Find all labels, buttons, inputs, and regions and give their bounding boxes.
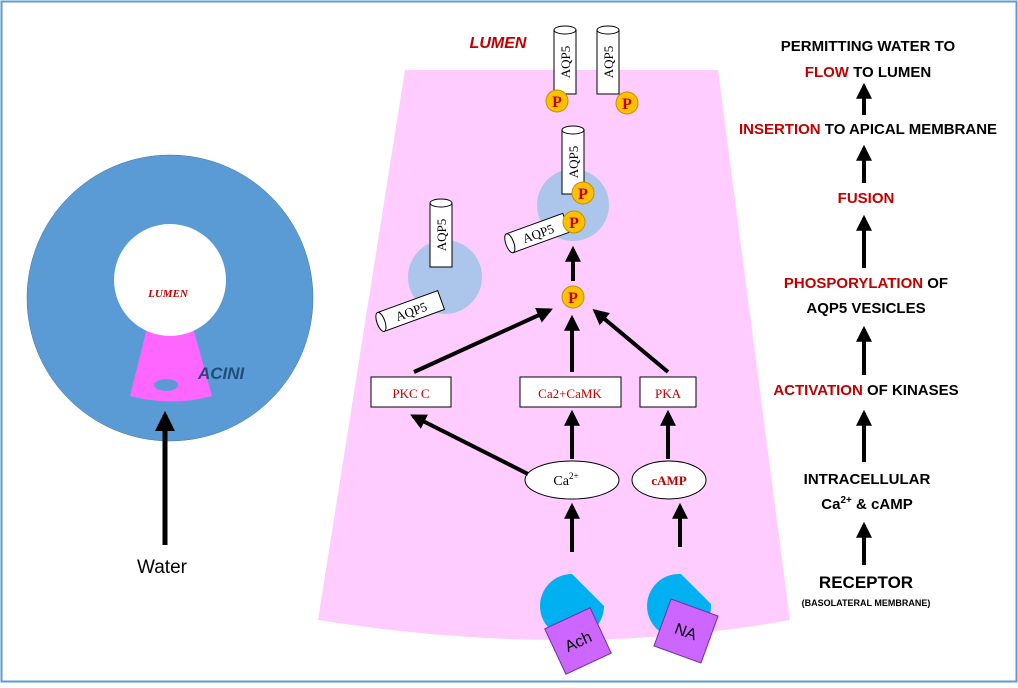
acini-pink-wedge: [130, 328, 212, 402]
phospho-group: P: [545, 89, 569, 113]
resting-vesicle-aqp5-top: AQP5: [429, 198, 453, 268]
step-phosphorylation-line2: AQP5 VESICLES: [806, 300, 925, 317]
calcium-oval: [524, 460, 620, 500]
aqp5-label: AQP5: [558, 46, 573, 79]
pka-label: PKA: [655, 386, 682, 401]
pkc-box: [370, 376, 452, 408]
step-activation: ACTIVATION OF KINASES: [773, 382, 958, 399]
step-phosphorylation-line1: PHOSPORYLATION OF: [784, 275, 948, 292]
step-permitting-line1: PERMITTING WATER TO: [781, 38, 956, 55]
phospho-label: P: [568, 290, 578, 307]
steps-column: PERMITTING WATER TO FLOW TO LUMEN INSERT…: [739, 38, 997, 608]
step-permitting-line2: FLOW TO LUMEN: [805, 64, 931, 81]
step-intracellular-line2: Ca2+ & cAMP: [821, 495, 912, 513]
pkc-label: PKC C: [392, 386, 429, 401]
camk-box: [519, 376, 622, 408]
step-insertion: INSERTION TO APICAL MEMBRANE: [739, 121, 997, 138]
cell-lumen-label: LUMEN: [470, 35, 527, 52]
phospho-group: P: [571, 181, 595, 205]
acini-lumen: [114, 224, 226, 336]
arrow-pka-to-p: [592, 308, 670, 374]
membrane-aqp5-left: AQP5: [553, 25, 577, 95]
acini-vesicle: [154, 379, 178, 391]
pka-box: [639, 376, 697, 408]
camp-label: cAMP: [651, 473, 686, 488]
aqp5-label: AQP5: [434, 219, 449, 252]
phospho-group: P: [615, 91, 639, 115]
arrow-ca-to-pkc: [410, 414, 529, 476]
arrow-pkc-to-p: [413, 308, 553, 374]
phospho-label: P: [552, 94, 562, 111]
ach-ligand: Ach: [544, 607, 612, 675]
fusing-vesicle-aqp5-top: AQP5: [561, 125, 585, 195]
phospho-label: P: [622, 96, 632, 113]
camp-oval: [631, 460, 707, 500]
acini-lumen-label: LUMEN: [147, 288, 189, 300]
na-ligand: NA: [653, 598, 719, 664]
phospho-group: P: [562, 210, 586, 234]
phospho-label: P: [578, 186, 588, 203]
step-receptor-line2: (BASOLATERAL MEMBRANE): [802, 598, 931, 608]
cell-diagram: LUMEN AQP5 AQP5 P P AQP5: [318, 25, 790, 675]
phospho-label: P: [569, 215, 579, 232]
aqp5-label: AQP5: [566, 146, 581, 179]
membrane-aqp5-right: AQP5: [596, 25, 620, 95]
phospho-node: P: [561, 285, 585, 309]
na-label: NA: [672, 621, 699, 645]
acini-diagram: LUMEN ACINI Water: [26, 154, 314, 578]
step-intracellular-line1: INTRACELLULAR: [804, 471, 931, 488]
calcium-label: Ca2+: [553, 471, 578, 489]
acini-label: ACINI: [197, 364, 246, 383]
step-receptor-line1: RECEPTOR: [819, 573, 913, 592]
step-fusion: FUSION: [838, 190, 895, 207]
water-label: Water: [137, 557, 188, 578]
pathway-arrows: [410, 245, 688, 552]
camk-label: Ca2+CaMK: [538, 386, 602, 401]
aqp5-label: AQP5: [601, 46, 616, 79]
